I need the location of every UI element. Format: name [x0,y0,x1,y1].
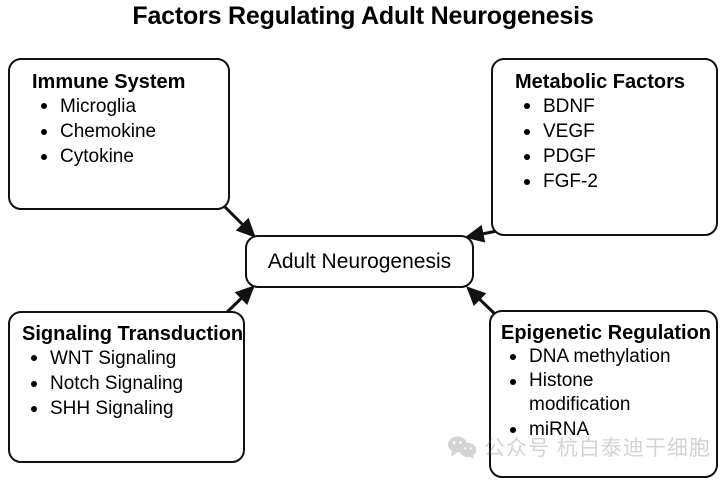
list-item-label: Cytokine [60,145,134,167]
list-item: DNA methylation [501,345,716,369]
node-metabolic-factors[interactable]: Metabolic Factors BDNF VEGF PDGF FGF-2 [491,58,718,236]
list-item: VEGF [515,119,716,144]
bullet-icon [41,128,47,135]
node-signaling-transduction[interactable]: Signaling Transduction WNT Signaling Not… [8,311,245,463]
bullet-icon [510,427,516,434]
node-epigenetic-regulation[interactable]: Epigenetic Regulation DNA methylation Hi… [489,310,718,478]
bullet-icon [510,378,516,385]
list-item-label: BDNF [543,95,595,117]
list-item: miRNA [501,418,716,442]
list-item: Cytokine [32,144,228,169]
node-adult-neurogenesis[interactable]: Adult Neurogenesis [245,235,474,288]
bullet-icon [31,380,37,387]
node-signaling-transduction-list: WNT Signaling Notch Signaling SHH Signal… [22,346,243,421]
list-item-label: FGF-2 [543,170,598,192]
list-item: WNT Signaling [22,346,243,371]
bullet-icon [31,405,37,412]
list-item-label: VEGF [543,120,595,142]
arrow-epigenetic-to-center [466,286,499,318]
list-item-label: Chemokine [60,120,157,142]
list-item-label: DNA methylation [529,345,671,367]
node-metabolic-factors-list: BDNF VEGF PDGF FGF-2 [515,94,716,194]
bullet-icon [524,178,530,185]
list-item-label: SHH Signaling [50,397,174,419]
node-immune-system-list: Microglia Chemokine Cytokine [32,94,228,169]
arrow-immune-to-center [221,203,256,238]
node-immune-system-heading: Immune System [32,71,186,93]
bullet-icon [41,103,47,110]
list-item: PDGF [515,144,716,169]
bullet-icon [524,153,530,160]
list-item-label: WNT Signaling [50,347,177,369]
bullet-icon [524,128,530,135]
list-item-label: PDGF [543,145,596,167]
list-item-label: Notch Signaling [50,372,184,394]
bullet-icon [524,103,530,110]
node-immune-system[interactable]: Immune System Microglia Chemokine Cytoki… [8,58,230,210]
node-signaling-transduction-heading: Signaling Transduction [22,323,244,345]
list-item: Histone modification [501,369,699,418]
node-adult-neurogenesis-label: Adult Neurogenesis [267,249,452,273]
node-epigenetic-regulation-list: DNA methylation Histone modification miR… [501,345,716,442]
bullet-icon [31,355,37,362]
bullet-icon [510,354,516,361]
list-item: FGF-2 [515,169,716,194]
list-item-label: Histone modification [529,369,631,416]
list-item-label: miRNA [529,418,590,440]
node-epigenetic-regulation-heading: Epigenetic Regulation [501,322,712,344]
list-item: Notch Signaling [22,371,243,396]
page-title: Factors Regulating Adult Neurogenesis [132,2,594,30]
bullet-icon [41,153,47,160]
list-item: Microglia [32,94,228,119]
node-metabolic-factors-heading: Metabolic Factors [515,71,686,93]
list-item-label: Microglia [60,95,137,117]
list-item: SHH Signaling [22,396,243,421]
arrow-metabolic-to-center [464,224,498,243]
list-item: Chemokine [32,119,228,144]
list-item: BDNF [515,94,716,119]
